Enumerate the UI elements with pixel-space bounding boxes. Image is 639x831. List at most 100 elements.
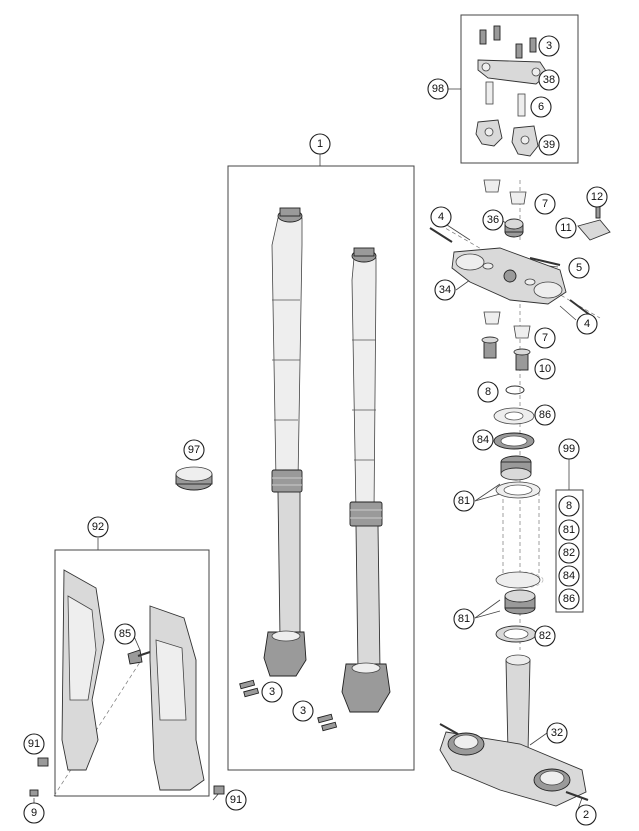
callout-81-upper: 81 bbox=[453, 490, 475, 512]
kit-99-item: 8 bbox=[558, 495, 580, 517]
svg-text:82: 82 bbox=[563, 547, 575, 559]
leader-lines bbox=[33, 88, 583, 813]
svg-text:12: 12 bbox=[591, 191, 603, 203]
callout-32: 32 bbox=[546, 722, 568, 744]
callout-86: 86 bbox=[534, 404, 556, 426]
svg-text:86: 86 bbox=[539, 409, 551, 421]
callout-91-right: 91 bbox=[225, 789, 247, 811]
callout-10: 10 bbox=[534, 358, 556, 380]
frame-99-bearing-kit bbox=[555, 489, 584, 613]
rubber-bushings-7 bbox=[483, 179, 531, 339]
seal-ring-84 bbox=[493, 432, 535, 450]
callout-92: 92 bbox=[87, 516, 109, 538]
fork-cap-ring-97 bbox=[175, 466, 213, 491]
axle-clamp-screws-3 bbox=[239, 679, 338, 732]
callout-7-lower: 7 bbox=[534, 327, 556, 349]
svg-text:1: 1 bbox=[317, 138, 323, 150]
seal-82 bbox=[495, 625, 537, 643]
svg-text:86: 86 bbox=[563, 593, 575, 605]
svg-text:6: 6 bbox=[538, 101, 544, 113]
callout-7-upper: 7 bbox=[534, 193, 556, 215]
callout-3-right-fork: 3 bbox=[292, 700, 314, 722]
bushing-sleeves-10 bbox=[481, 336, 531, 371]
callout-4-left: 4 bbox=[430, 206, 452, 228]
callout-36: 36 bbox=[482, 209, 504, 231]
svg-text:7: 7 bbox=[542, 198, 548, 210]
upper-triple-clamp-34 bbox=[451, 247, 567, 305]
seal-86-upper bbox=[493, 407, 535, 425]
frame-1-fork-assembly bbox=[227, 165, 415, 771]
callout-34: 34 bbox=[434, 279, 456, 301]
lower-triple-clamp-32 bbox=[439, 654, 589, 807]
callout-3-left-fork: 3 bbox=[261, 681, 283, 703]
svg-text:81: 81 bbox=[458, 495, 470, 507]
steering-nut-36 bbox=[504, 218, 524, 238]
svg-text:34: 34 bbox=[439, 284, 451, 296]
callout-9: 9 bbox=[23, 802, 45, 824]
callout-3-clamp: 3 bbox=[538, 35, 560, 57]
callout-38: 38 bbox=[538, 69, 560, 91]
kit-99-contents: 8 81 82 84 86 bbox=[558, 495, 580, 610]
svg-text:32: 32 bbox=[551, 727, 563, 739]
svg-text:99: 99 bbox=[563, 443, 575, 455]
svg-text:3: 3 bbox=[269, 686, 275, 698]
upper-clamp-bar-38 bbox=[477, 59, 549, 85]
callout-84: 84 bbox=[472, 429, 494, 451]
frame-head-outer-race bbox=[495, 481, 544, 589]
callout-5: 5 bbox=[568, 257, 590, 279]
callout-82: 82 bbox=[534, 625, 556, 647]
callout-39: 39 bbox=[538, 134, 560, 156]
callout-97: 97 bbox=[183, 439, 205, 461]
callout-6: 6 bbox=[530, 96, 552, 118]
o-ring-8 bbox=[505, 385, 525, 395]
frame-92-fork-protector-group bbox=[54, 549, 210, 797]
svg-text:81: 81 bbox=[563, 524, 575, 536]
svg-text:5: 5 bbox=[576, 262, 582, 274]
svg-text:3: 3 bbox=[546, 40, 552, 52]
fork-protector-left bbox=[61, 569, 105, 771]
callout-2: 2 bbox=[575, 804, 597, 826]
svg-text:91: 91 bbox=[230, 794, 242, 806]
lower-bearing-81 bbox=[495, 571, 541, 615]
callout-4-right: 4 bbox=[576, 313, 598, 335]
svg-text:9: 9 bbox=[31, 807, 37, 819]
callout-91-left: 91 bbox=[23, 733, 45, 755]
fork-leg-left bbox=[263, 207, 307, 677]
fork-protector-right bbox=[149, 605, 205, 791]
kit-99-item: 82 bbox=[558, 542, 580, 564]
callout-labels: 1 2 3 3 3 4 4 5 6 7 7 8 9 10 11 12 32 34… bbox=[23, 35, 608, 826]
svg-text:85: 85 bbox=[119, 628, 131, 640]
lower-clamps-39 bbox=[475, 119, 539, 157]
svg-text:84: 84 bbox=[563, 570, 575, 582]
svg-text:10: 10 bbox=[539, 363, 551, 375]
kit-99-item: 81 bbox=[558, 519, 580, 541]
callout-8: 8 bbox=[477, 381, 499, 403]
protector-screws bbox=[29, 757, 225, 797]
svg-text:2: 2 bbox=[583, 809, 589, 821]
svg-text:4: 4 bbox=[584, 318, 590, 330]
callout-12: 12 bbox=[586, 186, 608, 208]
svg-text:8: 8 bbox=[485, 386, 491, 398]
kit-99-item: 86 bbox=[558, 588, 580, 610]
svg-text:84: 84 bbox=[477, 434, 489, 446]
svg-text:8: 8 bbox=[566, 500, 572, 512]
svg-text:82: 82 bbox=[539, 630, 551, 642]
protector-clip-85 bbox=[127, 649, 151, 665]
svg-text:98: 98 bbox=[432, 83, 444, 95]
svg-text:7: 7 bbox=[542, 332, 548, 344]
svg-text:91: 91 bbox=[28, 738, 40, 750]
svg-text:39: 39 bbox=[543, 139, 555, 151]
kit-99-item: 84 bbox=[558, 565, 580, 587]
svg-text:97: 97 bbox=[188, 444, 200, 456]
svg-text:3: 3 bbox=[300, 705, 306, 717]
svg-text:38: 38 bbox=[543, 74, 555, 86]
svg-text:4: 4 bbox=[438, 211, 444, 223]
callout-98: 98 bbox=[427, 78, 449, 100]
svg-text:36: 36 bbox=[487, 214, 499, 226]
callout-85: 85 bbox=[114, 623, 136, 645]
callout-99: 99 bbox=[558, 438, 580, 460]
handlebar-clamp-screws bbox=[479, 25, 537, 117]
svg-text:92: 92 bbox=[92, 521, 104, 533]
fork-leg-right bbox=[341, 247, 391, 713]
